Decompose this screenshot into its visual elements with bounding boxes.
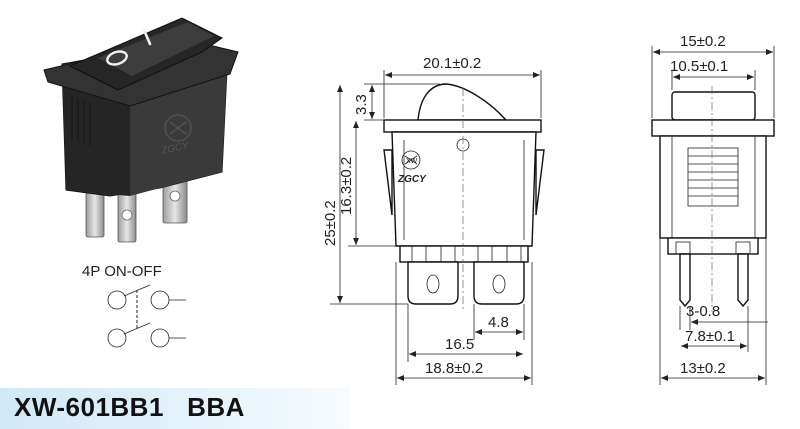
switch-photo: ZGCY bbox=[43, 17, 239, 243]
schematic-diagram: 4P ON-OFF bbox=[82, 263, 186, 348]
rocker-on-symbol bbox=[142, 28, 152, 46]
front-brand-mark: ZGCY bbox=[397, 174, 427, 185]
dim-side-bottom-width: 13±0.2 bbox=[680, 360, 726, 377]
front-brand-badge: XW bbox=[406, 158, 418, 165]
dim-front-bottom-width: 18.8±0.2 bbox=[425, 360, 483, 377]
dim-side-terminal-spacing: 7.8±0.1 bbox=[685, 328, 735, 345]
front-brand-logo-icon bbox=[401, 150, 421, 170]
dim-side-top-width: 15±0.2 bbox=[680, 33, 726, 50]
side-view-drawing: 15±0.2 10.5±0.1 3-0.8 7.8±0.1 13±0.2 bbox=[651, 33, 775, 385]
model-number: XW-601BB1 bbox=[14, 392, 164, 422]
dim-front-width-top: 20.1±0.2 bbox=[423, 55, 481, 72]
rocker-off-symbol bbox=[106, 50, 128, 66]
model-name: XW-601BB1 BBA bbox=[14, 392, 245, 423]
dim-side-rocker-width: 10.5±0.1 bbox=[670, 58, 728, 75]
dim-front-total-height: 25±0.2 bbox=[322, 200, 339, 246]
model-variant: BBA bbox=[187, 392, 245, 422]
dim-front-terminal-width: 4.8 bbox=[488, 314, 509, 331]
schematic-title: 4P ON-OFF bbox=[82, 263, 162, 280]
dim-front-terminal-pitch: 16.5 bbox=[445, 336, 474, 353]
brand-logo-icon bbox=[164, 114, 192, 142]
front-view-drawing: XW ZGCY 20.1±0.2 3.3 16.3±0.2 25±0.2 bbox=[322, 55, 545, 385]
dim-front-body-height: 16.3±0.2 bbox=[338, 157, 355, 215]
dim-side-terminal-thickness: 3-0.8 bbox=[686, 303, 720, 320]
model-banner: XW-601BB1 BBA bbox=[0, 388, 350, 429]
dim-front-rocker-height: 3.3 bbox=[353, 94, 370, 115]
